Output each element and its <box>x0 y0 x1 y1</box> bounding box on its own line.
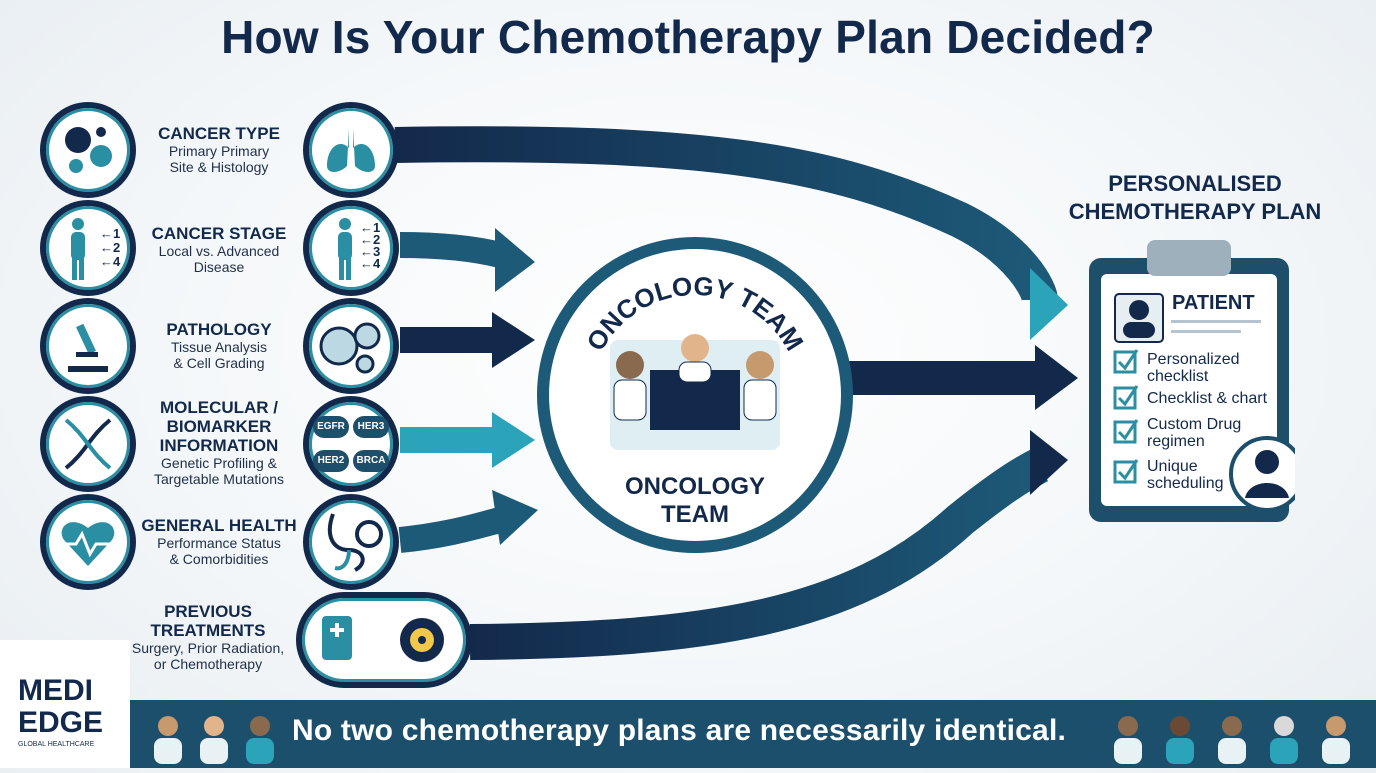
factor-heading: CANCER TYPE <box>158 124 280 143</box>
stage-mark: ←4 <box>100 254 121 269</box>
cell-slides-icon <box>319 322 381 374</box>
plan-item: Custom Drug regimen <box>1147 416 1287 450</box>
flow-health <box>398 507 504 553</box>
pathology-left-circle <box>40 298 136 394</box>
stage-mark: ←3 <box>360 244 381 259</box>
factor-subtext: Disease <box>193 259 245 275</box>
lungs-icon <box>327 128 375 172</box>
biomarker-chip: HER2 <box>313 450 349 472</box>
page-title: How Is Your Chemotherapy Plan Decided? <box>221 11 1155 63</box>
plan-item-line: Personalized <box>1147 351 1240 368</box>
factor-subtext: & Comorbidities <box>169 551 269 567</box>
stage-mark: ←4 <box>360 256 381 271</box>
flow-stage <box>399 232 504 268</box>
factor-subtext: & Cell Grading <box>173 355 265 371</box>
cancer-type-left-circle <box>40 102 136 198</box>
factor-heading: BIOMARKER <box>166 417 272 436</box>
factor-subtext: Surgery, Prior Radiation, <box>131 640 285 656</box>
oncology-team-circle: ONCOLOGY TEAM <box>537 237 853 553</box>
team-label-line: ONCOLOGY <box>624 473 765 500</box>
plan-item-line: regimen <box>1147 433 1205 450</box>
factor-subtext: or Chemotherapy <box>153 656 263 672</box>
microscope-icon <box>68 323 108 372</box>
factor-subtext: Genetic Profiling & <box>161 455 277 471</box>
team-label: ONCOLOGY TEAM <box>580 473 810 529</box>
stage-mark: ←1 <box>100 226 121 241</box>
flow-previous <box>469 448 1049 660</box>
factor-subtext: Tissue Analysis <box>171 339 267 355</box>
plan-item-line: scheduling <box>1147 475 1224 492</box>
previous-treatments-circle <box>296 592 472 688</box>
body-stage-icon <box>71 218 85 280</box>
team-label-line: TEAM <box>661 501 729 528</box>
svg-text:MEDI: MEDI <box>18 674 93 707</box>
medication-radiation-icon <box>322 616 444 662</box>
flow-arrowhead-bottom <box>1030 430 1068 495</box>
general-health-left-circle <box>40 494 136 590</box>
svg-text:EDGE: EDGE <box>18 706 103 739</box>
factor-heading: INFORMATION <box>159 436 279 455</box>
patient-label: PATIENT <box>1172 292 1255 314</box>
patients-group-icon <box>1114 716 1350 764</box>
factor-subtext: Targetable Mutations <box>154 471 284 487</box>
stage-mark: ←2 <box>360 232 381 247</box>
plan-title-line: PERSONALISED <box>1108 171 1282 196</box>
plan-item: Checklist & chart <box>1147 390 1287 407</box>
plan-item: Personalized checklist <box>1147 351 1287 385</box>
flow-arrowhead-top <box>1030 268 1068 340</box>
biomarker-chip: HER3 <box>353 416 389 438</box>
plan-title-line: CHEMOTHERAPY PLAN <box>1068 199 1322 224</box>
factor-heading: MOLECULAR / <box>159 398 279 417</box>
cancer-stage-right-circle <box>303 200 399 296</box>
factor-heading: PATHOLOGY <box>166 320 272 339</box>
pathology-right-circle <box>303 298 399 394</box>
factor-subtext: Local vs. Advanced <box>158 243 280 259</box>
factor-subtext: Performance Status <box>157 535 281 551</box>
molecular-left-circle <box>40 396 136 492</box>
factor-subtext: Primary Primary <box>168 143 270 159</box>
factor-heading: PREVIOUS <box>164 602 252 621</box>
factor-heading: GENERAL HEALTH <box>141 516 297 535</box>
flow-cancer-type <box>394 126 1058 303</box>
biomarker-chip: EGFR <box>313 416 349 438</box>
footer-text: No two chemotherapy plans are necessaril… <box>292 714 1067 747</box>
factor-heading: TREATMENTS <box>150 621 266 640</box>
stethoscope-icon <box>327 513 383 572</box>
heart-pulse-icon <box>61 522 115 566</box>
dna-icon <box>64 418 112 470</box>
stage-mark: ←1 <box>360 220 381 235</box>
biomarker-chip: BRCA <box>353 450 389 472</box>
factor-subtext: Site & Histology <box>169 159 269 175</box>
doctors-group-icon <box>154 716 274 764</box>
body-stage-icon <box>338 218 352 280</box>
cancer-stage-left-circle <box>40 200 136 296</box>
general-health-right-circle <box>303 494 399 590</box>
cancer-type-right-circle <box>303 102 399 198</box>
plan-item-line: Custom Drug <box>1147 416 1242 433</box>
plan-item-line: Unique <box>1147 458 1198 475</box>
checkbox-icon <box>1113 349 1139 484</box>
cells-icon <box>65 127 112 173</box>
logo: MEDI EDGE GLOBAL HEALTHCARE <box>0 640 130 768</box>
team-people-icon <box>610 334 780 450</box>
plan-item: Unique scheduling <box>1147 458 1287 492</box>
stage-mark: ←2 <box>100 240 121 255</box>
clipboard-icon <box>1089 240 1295 522</box>
svg-text:GLOBAL HEALTHCARE: GLOBAL HEALTHCARE <box>18 741 95 748</box>
plan-item-line: Checklist & chart <box>1147 390 1268 407</box>
factor-heading: CANCER STAGE <box>151 224 287 243</box>
plan-item-line: checklist <box>1147 368 1209 385</box>
plan-title: PERSONALISED CHEMOTHERAPY PLAN <box>1030 170 1360 226</box>
